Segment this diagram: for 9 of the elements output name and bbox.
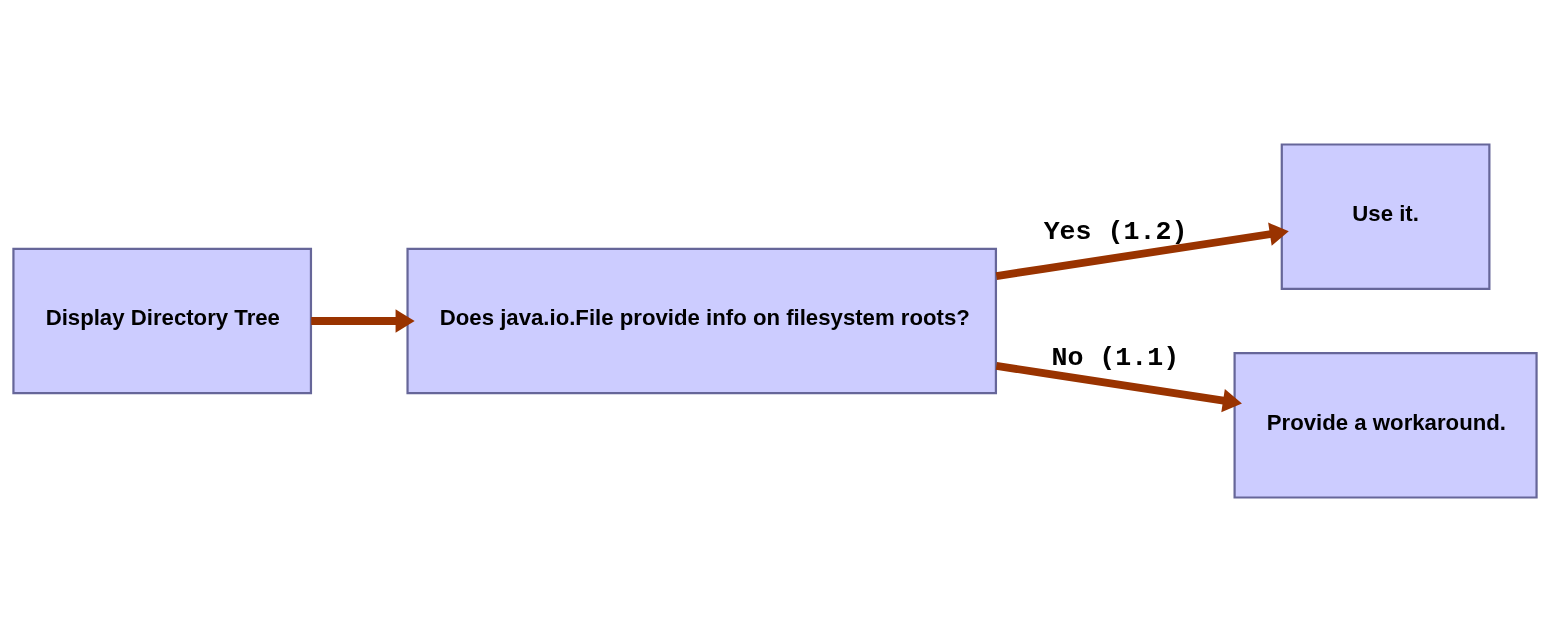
arrow bbox=[995, 362, 1242, 413]
edge-label: Yes (1.2) bbox=[1043, 217, 1187, 248]
node-box: Does java.io.File provide info on filesystem roots? bbox=[405, 247, 997, 395]
arrow bbox=[310, 309, 415, 333]
edge-label: No (1.1) bbox=[1050, 342, 1179, 373]
node-box: Use it. bbox=[1280, 143, 1490, 290]
node-box: Display Directory Tree bbox=[11, 247, 312, 395]
node-box: Provide a workaround. bbox=[1233, 352, 1538, 499]
arrow bbox=[995, 222, 1289, 280]
